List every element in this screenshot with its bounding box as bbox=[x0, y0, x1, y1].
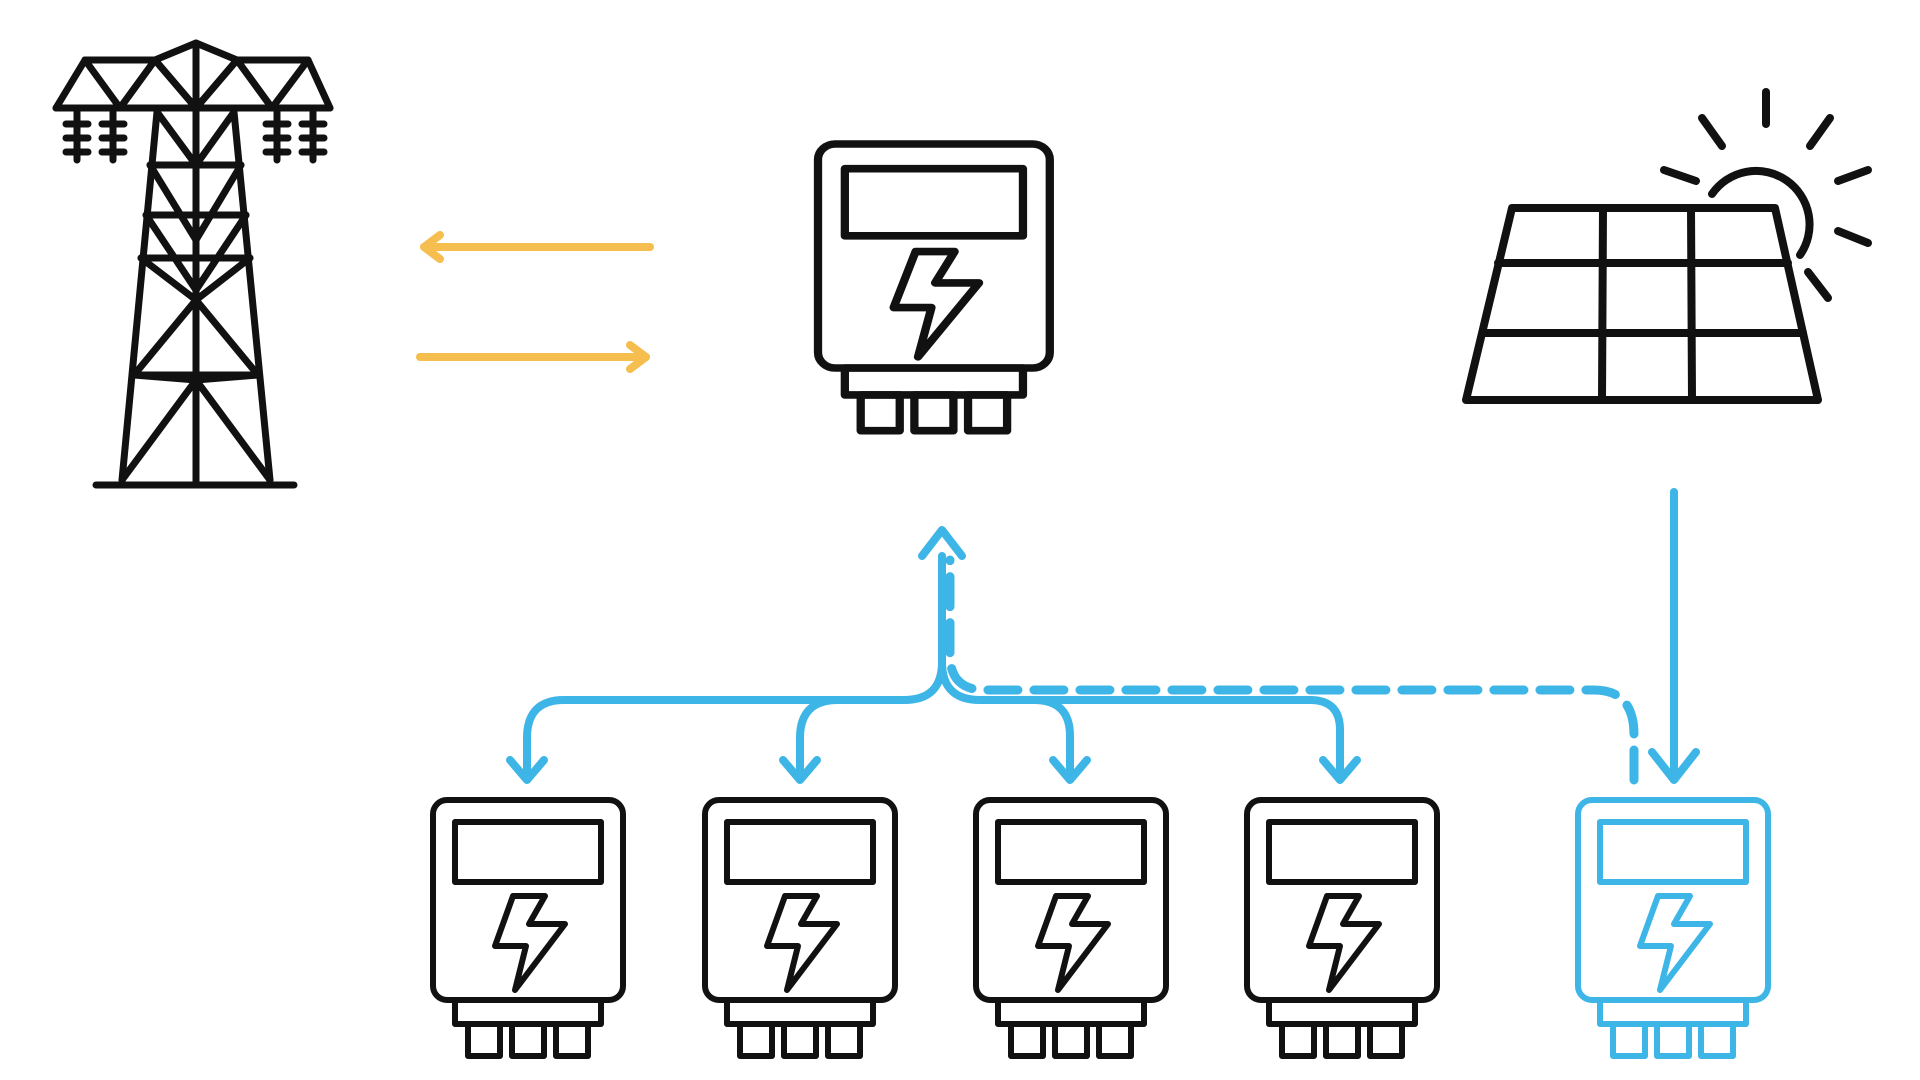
arrow-to-meter-2 bbox=[779, 756, 821, 784]
grid-import-arrow bbox=[416, 341, 650, 373]
arrow-to-meter-4 bbox=[1319, 756, 1361, 784]
solar-output-arrow bbox=[1648, 488, 1700, 784]
main-meter-icon bbox=[818, 144, 1050, 431]
arrow-to-meter-1 bbox=[506, 756, 548, 784]
grid-export-arrow bbox=[420, 231, 654, 263]
arrow-to-meter-3 bbox=[1049, 756, 1091, 784]
solar-return-dashed-path bbox=[945, 555, 1639, 785]
distribution-bus bbox=[523, 526, 1344, 779]
solar-meter-icon bbox=[1578, 800, 1768, 1056]
meter-1-icon bbox=[433, 800, 623, 1056]
meter-3-icon bbox=[976, 800, 1166, 1056]
meter-2-icon bbox=[705, 800, 895, 1056]
solar-panel-icon bbox=[1462, 88, 1872, 404]
transmission-tower-icon bbox=[52, 39, 334, 489]
meter-4-icon bbox=[1247, 800, 1437, 1056]
